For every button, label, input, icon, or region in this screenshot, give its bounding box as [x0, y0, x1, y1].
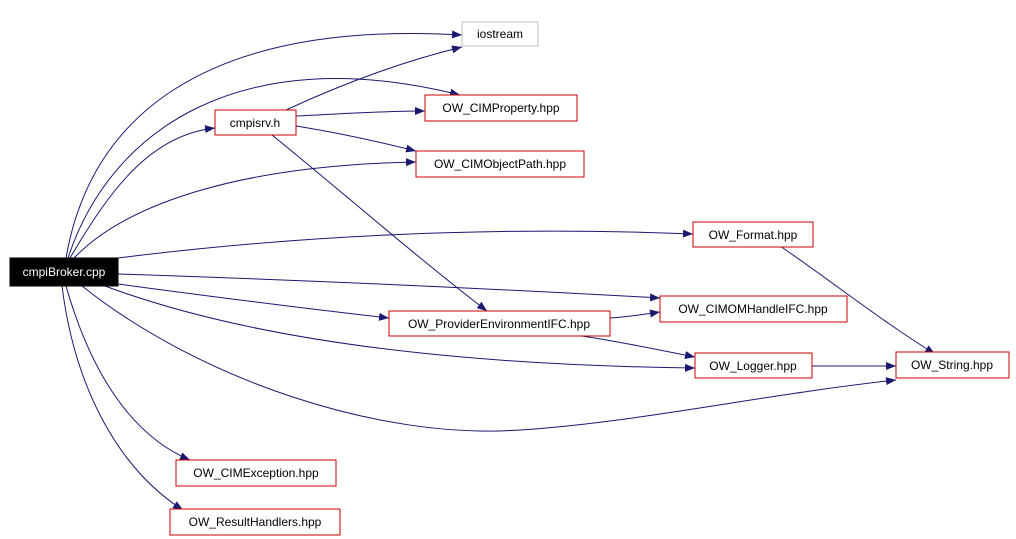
node-providerenvironmentifc[interactable]: OW_ProviderEnvironmentIFC.hpp [388, 310, 611, 337]
edge-root-cimomhandleifc [117, 273, 661, 302]
node-providerenvironmentifc-label: OW_ProviderEnvironmentIFC.hpp [408, 317, 590, 331]
node-string-label: OW_String.hpp [911, 358, 993, 372]
node-cimomhandleifc[interactable]: OW_CIMOMHandleIFC.hpp [659, 295, 848, 323]
edge-root-providerenvironmentifc [117, 283, 390, 321]
edge-root-iostream [65, 30, 463, 259]
node-resulthandlers-label: OW_ResultHandlers.hpp [189, 515, 322, 529]
edge-providerenvironmentifc-cimomhandleifc [609, 309, 661, 319]
node-root[interactable]: cmpiBroker.cpp [9, 257, 119, 287]
node-cimobjectpath[interactable]: OW_CIMObjectPath.hpp [415, 150, 585, 178]
node-root-label: cmpiBroker.cpp [23, 265, 106, 279]
edge-cmpisrv-iostream [285, 45, 463, 111]
edge-root-cmpisrv [69, 125, 216, 259]
node-iostream-label: iostream [477, 27, 523, 41]
node-iostream[interactable]: iostream [461, 21, 539, 47]
node-format[interactable]: OW_Format.hpp [692, 221, 814, 248]
node-string[interactable]: OW_String.hpp [895, 351, 1010, 379]
edges [61, 30, 936, 511]
edge-format-string [779, 245, 936, 355]
edge-root-logger [104, 285, 696, 372]
node-cimomhandleifc-label: OW_CIMOMHandleIFC.hpp [678, 302, 828, 316]
edge-cmpisrv-providerenvironmentifc [271, 134, 488, 312]
edge-root-string [81, 285, 897, 432]
node-cimexception-label: OW_CIMException.hpp [193, 466, 319, 480]
edge-root-cimproperty [67, 78, 461, 259]
edge-root-format [117, 229, 694, 259]
edge-root-resulthandlers [61, 285, 184, 511]
node-format-label: OW_Format.hpp [709, 228, 798, 242]
node-cimexception[interactable]: OW_CIMException.hpp [175, 459, 337, 487]
node-cmpisrv[interactable]: cmpisrv.h [214, 109, 297, 136]
edge-cmpisrv-cimobjectpath [295, 125, 417, 153]
node-cmpisrv-label: cmpisrv.h [230, 116, 280, 130]
node-cimproperty-label: OW_CIMProperty.hpp [442, 101, 559, 115]
edge-cmpisrv-cimproperty [295, 107, 426, 117]
node-logger[interactable]: OW_Logger.hpp [694, 352, 813, 379]
edge-root-cimobjectpath [73, 158, 417, 259]
node-cimobjectpath-label: OW_CIMObjectPath.hpp [434, 157, 566, 171]
node-resulthandlers[interactable]: OW_ResultHandlers.hpp [169, 508, 341, 536]
node-cimproperty[interactable]: OW_CIMProperty.hpp [424, 94, 578, 122]
edge-root-cimexception [65, 285, 191, 461]
edge-providerenvironmentifc-logger [574, 334, 696, 359]
node-logger-label: OW_Logger.hpp [709, 359, 797, 373]
